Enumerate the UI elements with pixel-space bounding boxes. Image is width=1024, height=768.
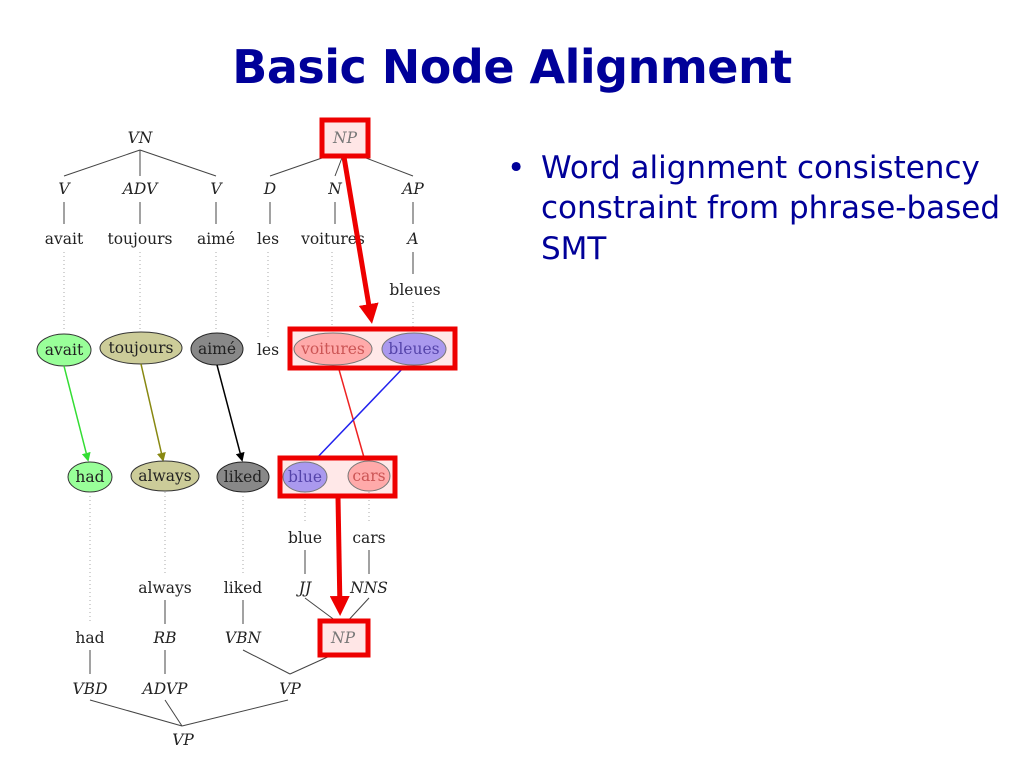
red-arrow-nodes-to-np (329, 496, 350, 616)
fr-phrase-label: V (58, 180, 71, 198)
french-node-label: toujours (108, 339, 173, 357)
highlight-boxes (277, 117, 458, 658)
english-node-had: had (67, 461, 113, 493)
english-node-label: had (75, 468, 104, 486)
french-node-bleues: bleues (381, 332, 447, 366)
highlight-box-en-nodes (277, 455, 398, 499)
highlight-box-fr-nodes (287, 326, 458, 371)
en-word-label: had (75, 629, 104, 647)
english-dotted-links (89, 492, 370, 624)
bullet-text: Word alignment consistency constraint fr… (541, 150, 1001, 267)
en-tag-label: JJ (296, 579, 312, 597)
en-root-label: VP (172, 731, 194, 749)
english-node-label: blue (288, 468, 322, 486)
fr-word-label: voitures (300, 230, 365, 248)
fr-word-label: toujours (107, 230, 172, 248)
red-arrow-np-to-nodes (341, 156, 379, 324)
fr-word-label: avait (45, 230, 84, 248)
fr-np-child-label: N (327, 180, 343, 198)
en-tag-label: VBN (225, 629, 263, 647)
french-node-label: avait (45, 341, 84, 359)
french-node-label: bleues (388, 340, 439, 358)
fr-root-label: VN (128, 129, 154, 147)
align-line-bleues-blue (313, 365, 406, 462)
en-np-label: NP (330, 629, 356, 647)
bullet-item: • Word alignment consistency constraint … (505, 148, 1005, 269)
slide-title: Basic Node Alignment (232, 40, 792, 94)
english-node-cars: cars (347, 460, 391, 492)
french-node-aime: aimé (190, 332, 244, 366)
english-node-label: liked (224, 468, 262, 486)
fr-word-label: bleues (389, 281, 440, 299)
en-tag-label: NNS (349, 579, 388, 597)
english-node-always: always (130, 460, 200, 492)
en-word-label: blue (288, 529, 322, 547)
french-node-label: aimé (198, 340, 236, 358)
en-word-label: liked (224, 579, 262, 597)
fr-phrase-label: V (210, 180, 223, 198)
align-arrow-aime-liked (216, 364, 245, 462)
en-tag-label: VBD (72, 680, 108, 698)
highlight-box-en-np (317, 618, 371, 658)
french-node-label: voitures (300, 340, 365, 358)
align-arrow-avait-had (63, 365, 91, 462)
french-node-label: les (257, 341, 279, 359)
bullet-dot-icon: • (507, 150, 526, 186)
french-node-toujours: toujours (99, 331, 183, 365)
french-node-avait: avait (36, 333, 92, 367)
french-node-voitures: voitures (293, 332, 373, 366)
fr-np-child-label: AP (400, 180, 424, 198)
align-arrow-toujours-always (140, 363, 166, 462)
fr-np-child-label: D (263, 180, 277, 198)
bullet-list: • Word alignment consistency constraint … (505, 148, 1005, 269)
english-node-label: always (138, 467, 191, 485)
en-word-label: cars (352, 529, 385, 547)
fr-word-label: aimé (197, 230, 235, 248)
align-line-voitures-cars (337, 365, 366, 462)
en-word-label: always (138, 579, 191, 597)
en-tag-label: ADVP (141, 680, 189, 698)
fr-word-label: les (257, 230, 279, 248)
fr-np-label: NP (332, 129, 358, 147)
highlight-box-fr-np (319, 117, 371, 159)
en-tag-label: RB (152, 629, 176, 647)
en-tag-label: VP (279, 680, 301, 698)
english-node-label: cars (352, 467, 385, 485)
fr-ap-child-label: A (405, 230, 418, 248)
english-node-liked: liked (216, 461, 270, 493)
fr-phrase-label: ADV (121, 180, 159, 198)
english-node-blue: blue (282, 461, 328, 493)
